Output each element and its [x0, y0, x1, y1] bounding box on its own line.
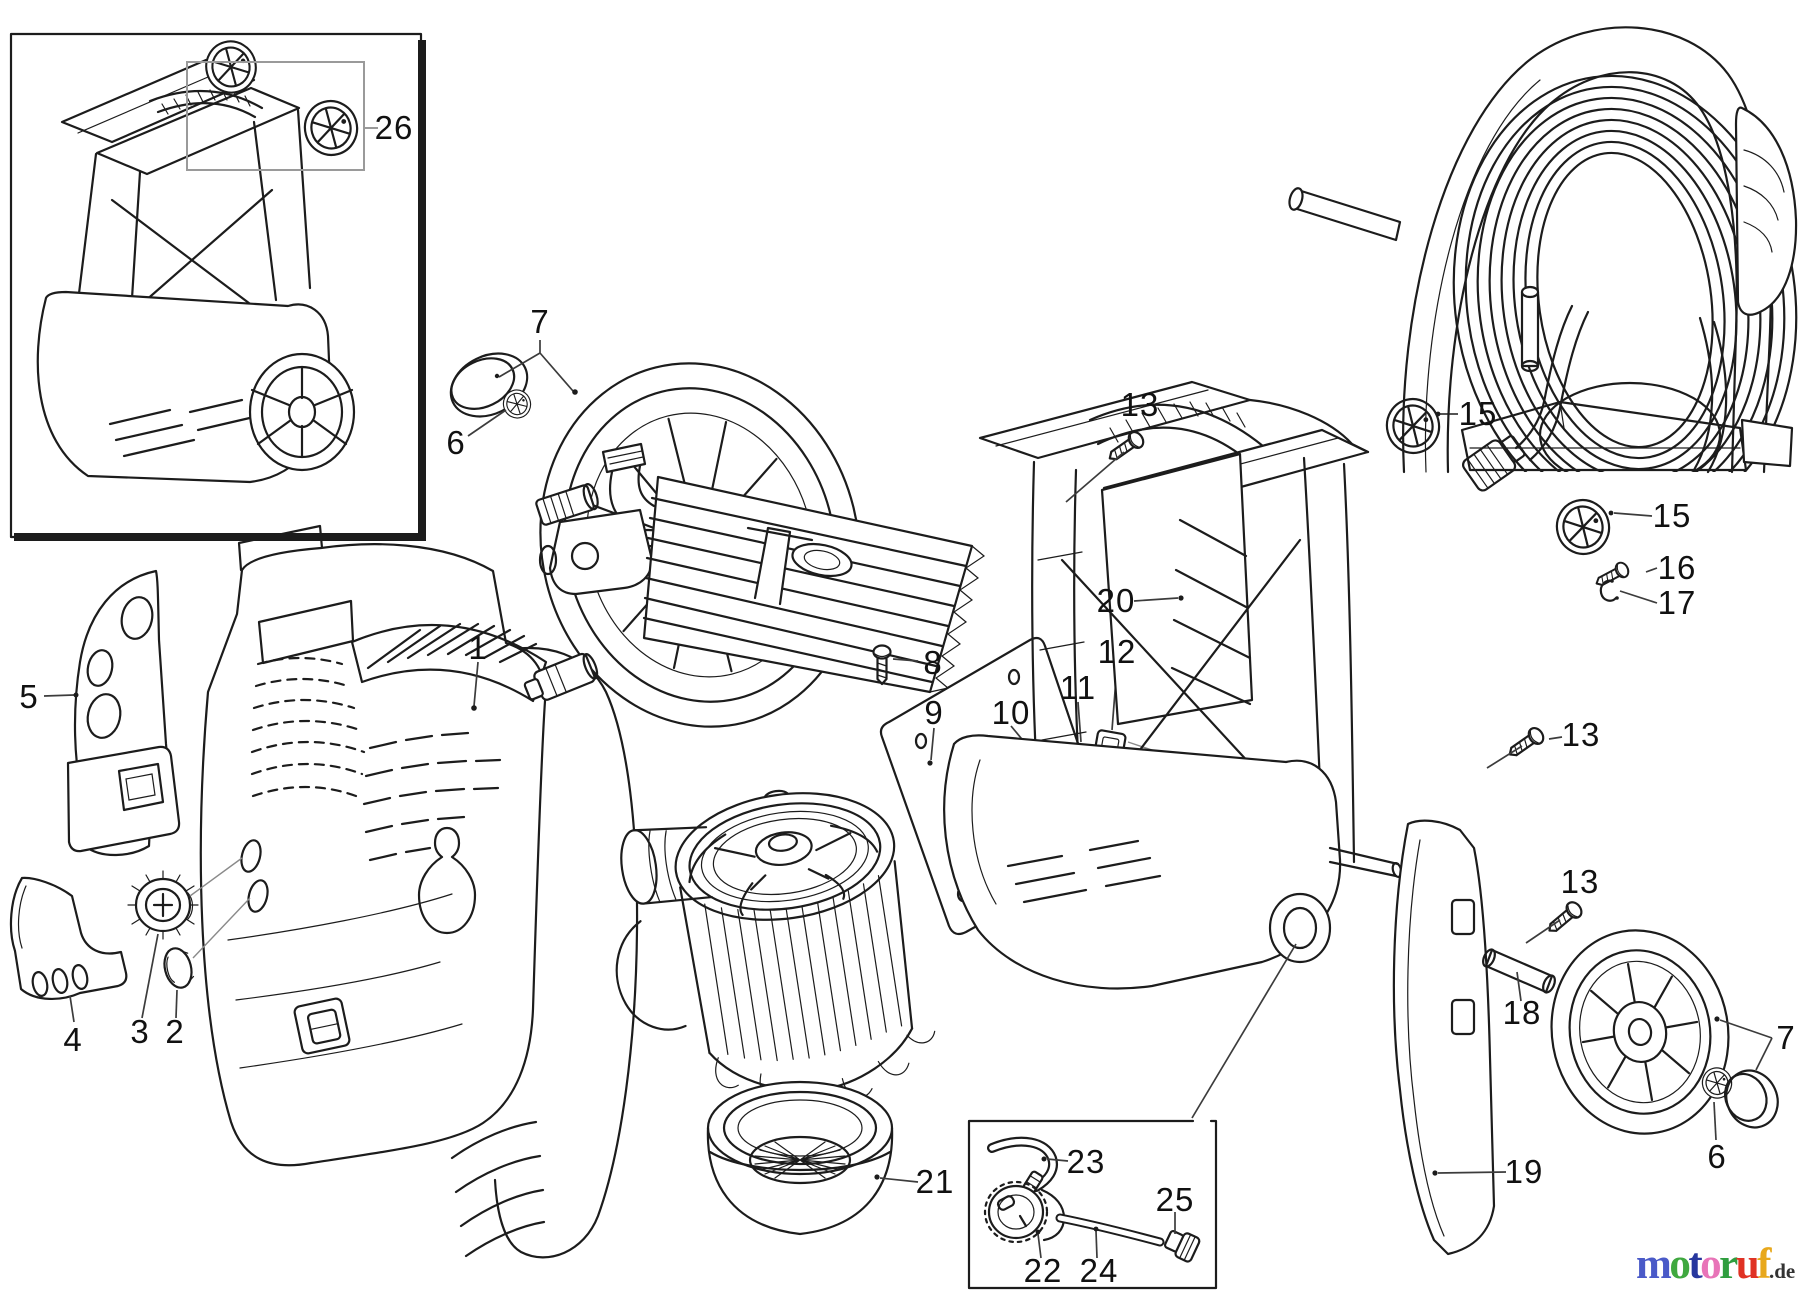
foot-bracket-drawing — [9, 876, 128, 1023]
callout-16-a: 16 — [1657, 549, 1697, 586]
assembled-chassis-sketch — [36, 34, 378, 484]
callout-19-a: 19 — [1504, 1153, 1544, 1190]
trim-ring-7b — [1723, 1069, 1779, 1129]
callout-13-b: 13 — [1561, 716, 1601, 753]
callout-17-a: 17 — [1657, 584, 1697, 621]
detergent-valve-22 — [983, 1170, 1066, 1244]
callout-13-a: 13 — [1120, 386, 1160, 423]
watermark-letter: u — [1735, 1241, 1760, 1288]
watermark-letter: t — [1688, 1241, 1702, 1288]
callout-1-a: 1 — [468, 629, 488, 666]
callout-7-a: 7 — [530, 303, 550, 340]
detergent-valve-box — [967, 1119, 1218, 1290]
hose-reel-drawing — [1288, 26, 1798, 474]
callout-11-a: 11 — [1059, 669, 1097, 706]
callout-26-a: 26 — [374, 109, 414, 146]
motor-drawing — [615, 789, 936, 1106]
hubcap-small — [499, 385, 535, 423]
callout-22-a: 22 — [1023, 1252, 1063, 1289]
callout-23-a: 23 — [1066, 1143, 1106, 1180]
cap-drawing — [163, 947, 195, 1019]
callout-7-b: 7 — [1776, 1019, 1796, 1056]
watermark-letter: f — [1757, 1241, 1771, 1288]
hubcap-15a — [1380, 392, 1446, 460]
screw-13b — [1503, 724, 1548, 763]
watermark-letter: r — [1719, 1241, 1738, 1288]
rear-shell-drawing — [450, 647, 639, 1259]
watermark-letter: o — [1700, 1241, 1722, 1288]
knob-drawing — [127, 857, 251, 1019]
callout-2-a: 2 — [165, 1013, 185, 1050]
callout-5-a: 5 — [19, 678, 39, 715]
hose-nipple-25 — [1164, 1230, 1201, 1263]
watermark-letter: o — [1669, 1241, 1691, 1288]
callout-8-a: 8 — [923, 644, 943, 681]
watermark-logo-text: motoruf — [1636, 1241, 1771, 1288]
watermark-suffix: .de — [1769, 1259, 1796, 1283]
callout-21-a: 21 — [915, 1163, 955, 1200]
rear-chassis-drawing — [943, 380, 1586, 1119]
inset-overview-box — [9, 32, 426, 541]
watermark-letter: m — [1636, 1241, 1672, 1288]
callout-25-a: 25 — [1155, 1181, 1195, 1218]
callout-20-a: 20 — [1096, 582, 1136, 619]
filter-bowl-drawing — [706, 1080, 919, 1236]
callout-15-a: 15 — [1458, 395, 1498, 432]
front-cover-drawing — [199, 524, 548, 1167]
pump-head-drawing — [523, 442, 986, 701]
callout-12-a: 12 — [1097, 633, 1137, 670]
callout-3-a: 3 — [130, 1013, 150, 1050]
callout-6-a: 6 — [446, 424, 466, 461]
callout-15-b: 15 — [1652, 497, 1692, 534]
screw-13c — [1542, 898, 1586, 939]
callout-4-a: 4 — [63, 1021, 83, 1058]
callout-9-a: 9 — [924, 694, 944, 731]
side-panel-19 — [1392, 819, 1496, 1256]
hose-coupling — [1461, 435, 1526, 492]
motoruf-watermark: motoruf.de — [1636, 1240, 1795, 1289]
screw-16 — [1591, 559, 1632, 592]
c-clip-17 — [1599, 579, 1618, 602]
bracket-plate-drawing — [43, 569, 181, 857]
callout-24-a: 24 — [1079, 1252, 1119, 1289]
callout-6-b: 6 — [1707, 1138, 1727, 1175]
hubcap-15b — [1550, 493, 1616, 561]
callout-18-a: 18 — [1502, 994, 1542, 1031]
callout-13-c: 13 — [1560, 863, 1600, 900]
callout-10-a: 10 — [991, 694, 1031, 731]
rear-wheel-drawing — [1392, 819, 1779, 1256]
